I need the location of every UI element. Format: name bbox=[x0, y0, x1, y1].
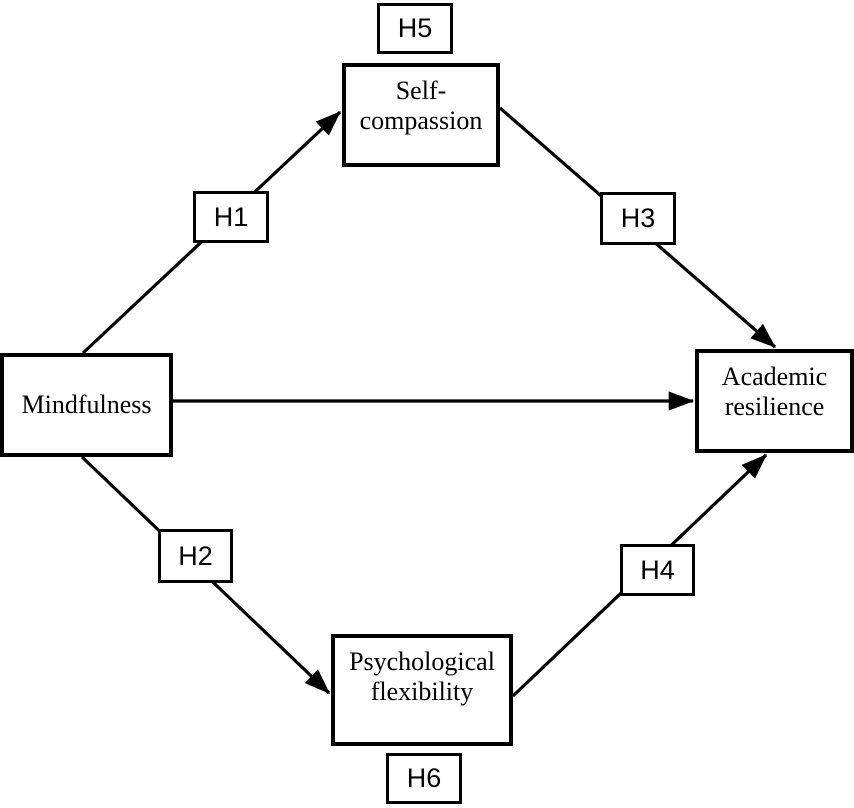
node-academic-resilience-label-line2: resilience bbox=[724, 392, 825, 421]
node-academic-resilience-label-line1: Academic bbox=[721, 362, 828, 391]
hypothesis-label-h5: H5 bbox=[377, 3, 453, 54]
node-academic-resilience: Academic resilience bbox=[695, 349, 854, 453]
hypothesis-label-h1-text: H1 bbox=[213, 201, 249, 232]
hypothesis-label-h2-text: H2 bbox=[178, 540, 213, 571]
hypothesis-label-h5-text: H5 bbox=[397, 13, 433, 43]
node-self-compassion: Self- compassion bbox=[342, 63, 500, 167]
hypothesis-label-h2: H2 bbox=[158, 529, 233, 583]
node-mindfulness: Mindfulness bbox=[0, 353, 173, 457]
hypothesis-label-h4: H4 bbox=[620, 544, 695, 596]
node-psychological-flexibility-label-line1: Psychological bbox=[349, 647, 495, 676]
hypothesis-label-h4-text: H4 bbox=[640, 554, 675, 585]
hypothesis-label-h6-text: H6 bbox=[406, 763, 442, 793]
hypothesis-label-h1: H1 bbox=[193, 191, 269, 243]
node-self-compassion-label-line2: compassion bbox=[359, 106, 483, 135]
hypothesis-label-h3: H3 bbox=[600, 192, 676, 245]
hypothesis-label-h3-text: H3 bbox=[620, 203, 656, 233]
hypothesis-label-h6: H6 bbox=[386, 753, 462, 804]
node-self-compassion-label-line1: Self- bbox=[395, 76, 447, 105]
node-psychological-flexibility: Psychological flexibility bbox=[331, 634, 513, 746]
node-mindfulness-label: Mindfulness bbox=[21, 390, 152, 419]
node-psychological-flexibility-label-line2: flexibility bbox=[370, 677, 474, 706]
